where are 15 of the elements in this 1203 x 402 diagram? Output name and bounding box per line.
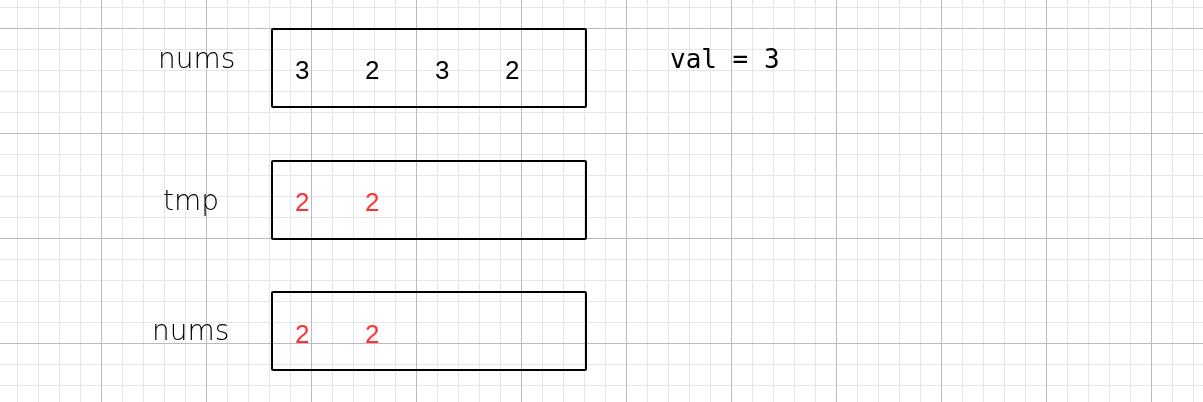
parameter-label: val = 3 [670, 44, 780, 74]
array-name: nums [158, 42, 236, 75]
array-value: 3 [295, 55, 310, 85]
array-value: 3 [435, 55, 450, 85]
array-value: 2 [365, 55, 380, 85]
array-name: nums [152, 314, 230, 347]
array-value: 2 [295, 319, 310, 349]
array-value: 2 [365, 187, 380, 217]
array-box [271, 28, 587, 108]
array-box [271, 291, 587, 371]
array-value: 2 [505, 55, 520, 85]
array-value: 2 [365, 319, 380, 349]
array-box [271, 160, 587, 240]
array-value: 2 [295, 187, 310, 217]
array-name: tmp [163, 184, 220, 217]
